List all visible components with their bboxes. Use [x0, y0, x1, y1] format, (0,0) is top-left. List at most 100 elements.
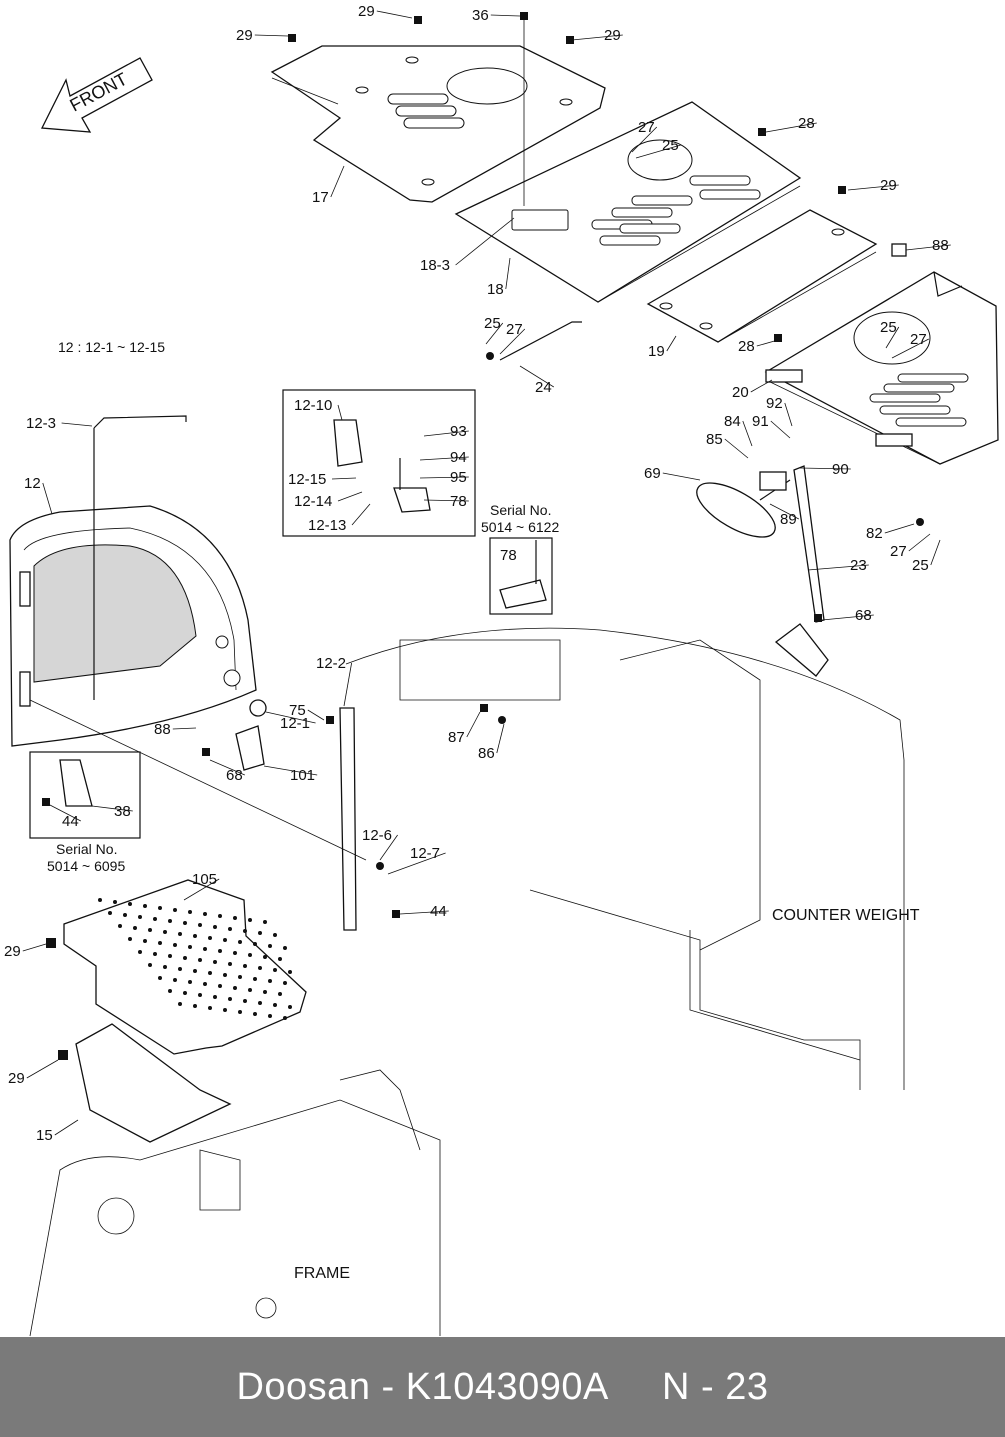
callout-95: 95: [450, 469, 467, 486]
callout-29: 29: [358, 3, 375, 20]
callout-25: 25: [484, 315, 501, 332]
part-24-support-rod: [499, 321, 582, 361]
callout-leaders: [22, 10, 951, 1136]
perforation-hole: [228, 962, 232, 966]
perforation-hole: [243, 999, 247, 1003]
callout-5014-6122: 5014 ~ 6122: [481, 519, 559, 535]
perforation-hole: [278, 992, 282, 996]
callout-44: 44: [430, 903, 447, 920]
leader-line: [724, 438, 749, 459]
callout-counter-weight: COUNTER WEIGHT: [772, 907, 920, 924]
leader-line: [331, 477, 357, 480]
leader-line: [908, 533, 931, 552]
perforation-hole: [288, 1005, 292, 1009]
leader-line: [505, 257, 511, 290]
leader-line: [765, 122, 817, 133]
callout-36: 36: [472, 7, 489, 24]
callout-75: 75: [289, 702, 306, 719]
part-38-bracket-inset: [59, 759, 93, 807]
perforation-hole: [193, 969, 197, 973]
leader-line: [742, 420, 753, 447]
leader-line: [930, 539, 941, 566]
callout-88: 88: [932, 237, 949, 254]
callout-18-3: 18-3: [420, 257, 450, 274]
part-78-bracket-inset: [499, 540, 547, 609]
perforation-hole: [248, 918, 252, 922]
callout-17: 17: [312, 189, 329, 206]
perforation-hole: [208, 1006, 212, 1010]
perforation-hole: [143, 904, 147, 908]
leader-line: [419, 456, 469, 461]
perforation-hole: [198, 958, 202, 962]
leader-line: [631, 126, 658, 153]
callout-92: 92: [766, 395, 783, 412]
leader-line: [343, 662, 352, 707]
perforation-hole: [253, 942, 257, 946]
callout-91: 91: [752, 413, 769, 430]
perforation-hole: [258, 931, 262, 935]
callout-12-13: 12-13: [308, 517, 346, 534]
callout-12-7: 12-7: [410, 845, 440, 862]
callout-5014-6095: 5014 ~ 6095: [47, 858, 125, 874]
callout-25: 25: [880, 319, 897, 336]
leader-line: [61, 422, 93, 427]
perforation-hole: [278, 957, 282, 961]
perforation-hole: [248, 988, 252, 992]
leader-line: [750, 379, 773, 393]
leader-line: [466, 711, 481, 738]
inset-box-lock-detail: [282, 389, 476, 537]
perforation-hole: [183, 921, 187, 925]
inset-box-serial-left: [29, 751, 141, 839]
callout-24: 24: [535, 379, 552, 396]
perforation-hole: [238, 975, 242, 979]
leader-line: [499, 328, 526, 355]
leader-line: [496, 723, 505, 754]
leader-line: [423, 430, 469, 437]
perforation-hole: [173, 943, 177, 947]
perforation-hole: [283, 1016, 287, 1020]
perforation-hole: [258, 966, 262, 970]
perforation-hole: [188, 980, 192, 984]
leader-line: [905, 244, 951, 251]
callout-89: 89: [780, 511, 797, 528]
leader-line: [770, 420, 791, 439]
callout-12: 12: [24, 475, 41, 492]
leader-line: [455, 217, 515, 266]
callout-12-10: 12-10: [294, 397, 332, 414]
callout-15: 15: [36, 1127, 53, 1144]
perforation-hole: [183, 956, 187, 960]
perforation-hole: [268, 944, 272, 948]
leader-line: [337, 404, 343, 421]
perforation-hole: [223, 1008, 227, 1012]
leader-line: [183, 878, 220, 901]
perforation-hole: [198, 993, 202, 997]
leader-line: [799, 467, 851, 470]
perforation-hole: [233, 916, 237, 920]
perforation-hole: [263, 955, 267, 959]
perforation-hole: [168, 989, 172, 993]
callout-29: 29: [236, 27, 253, 44]
perforation-hole: [208, 936, 212, 940]
leader-line: [885, 326, 900, 349]
front-arrow-icon: FRONT: [40, 57, 153, 133]
perforation-hole: [173, 978, 177, 982]
callout-12-14: 12-14: [294, 493, 332, 510]
perforation-hole: [273, 968, 277, 972]
callout-78: 78: [500, 547, 517, 564]
callout-29: 29: [4, 943, 21, 960]
callout-86: 86: [478, 745, 495, 762]
perforation-hole: [193, 1004, 197, 1008]
callout-27: 27: [890, 543, 907, 560]
leader-line: [379, 834, 398, 861]
exploded-parts-diagram: FRONT: [4, 3, 999, 1337]
perforation-hole: [253, 977, 257, 981]
perforation-hole: [183, 991, 187, 995]
perforation-hole: [233, 951, 237, 955]
perforation-hole: [173, 908, 177, 912]
leader-line: [884, 523, 915, 534]
perforation-hole: [118, 924, 122, 928]
perforation-hole: [123, 913, 127, 917]
counter-weight-outline: [345, 627, 905, 1090]
